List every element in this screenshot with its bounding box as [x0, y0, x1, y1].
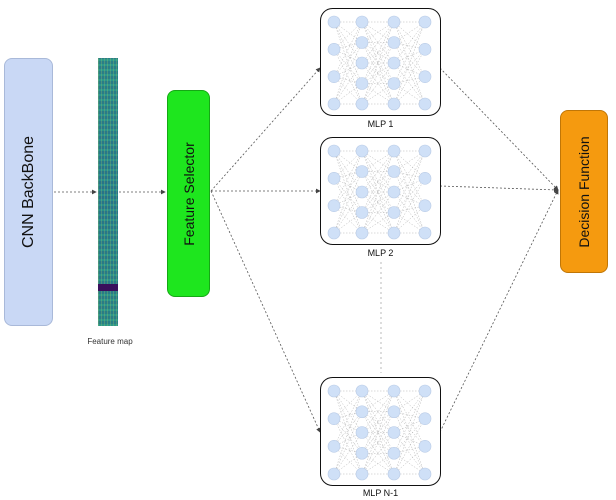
neuron — [327, 412, 341, 425]
neuron — [418, 43, 432, 56]
neuron — [387, 165, 401, 178]
arrow-selector-to-mlpn1 — [210, 190, 321, 433]
neuron — [355, 446, 369, 460]
neuron — [387, 467, 401, 481]
neuron — [387, 15, 401, 29]
mlp-network-1 — [320, 8, 441, 116]
neuron — [355, 77, 369, 90]
mlp-label-1: MLP 1 — [367, 119, 394, 129]
neuron — [418, 144, 432, 158]
neuron — [387, 185, 401, 199]
neuron — [418, 15, 432, 29]
cnn-backbone-block: CNN BackBone — [4, 58, 53, 326]
neuron — [418, 199, 432, 212]
neuron — [387, 446, 401, 460]
neuron — [355, 206, 369, 219]
neuron — [418, 70, 432, 83]
neuron — [327, 384, 341, 398]
mlp-network-2 — [320, 137, 441, 245]
neuron — [327, 440, 341, 453]
neuron — [355, 426, 369, 439]
neuron — [418, 440, 432, 453]
neuron — [327, 144, 341, 158]
arrow-mlp1-to-decision — [439, 67, 559, 191]
neuron — [355, 144, 369, 158]
mlp-frame — [320, 137, 441, 245]
neuron — [355, 384, 369, 398]
neuron — [387, 56, 401, 70]
neuron — [355, 405, 369, 419]
neuron — [418, 226, 432, 240]
neuron — [387, 226, 401, 240]
neuron — [387, 36, 401, 49]
feature-selector-block: Feature Selector — [167, 90, 210, 297]
neuron — [355, 185, 369, 199]
neuron — [387, 206, 401, 219]
neuron — [418, 172, 432, 185]
neuron — [387, 405, 401, 419]
neuron — [327, 226, 341, 240]
neuron — [355, 36, 369, 49]
neuron — [327, 15, 341, 29]
neuron — [418, 97, 432, 111]
neuron — [355, 165, 369, 178]
neuron — [387, 77, 401, 90]
arrow-selector-to-mlp1 — [210, 67, 321, 192]
cnn-backbone-label: CNN BackBone — [19, 135, 37, 249]
neuron — [387, 97, 401, 111]
neuron — [327, 70, 341, 83]
neuron — [418, 412, 432, 425]
neuron — [327, 172, 341, 185]
neuron — [355, 15, 369, 29]
mlp-network-3 — [320, 377, 441, 486]
neuron — [327, 199, 341, 212]
neuron — [355, 97, 369, 111]
feature-selector-label: Feature Selector — [180, 141, 197, 246]
neuron — [418, 467, 432, 481]
neuron — [355, 467, 369, 481]
decision-function-label: Decision Function — [576, 135, 592, 248]
neuron — [387, 384, 401, 398]
mlp-frame — [320, 8, 441, 116]
feature-map-image — [98, 58, 118, 326]
neuron — [355, 226, 369, 240]
mlp-frame — [320, 377, 441, 486]
mlp-label-3: MLP N-1 — [362, 488, 399, 498]
neuron — [327, 97, 341, 111]
arrow-mlp2-to-decision — [439, 185, 559, 193]
neuron — [327, 43, 341, 56]
arrow-mlpn1-to-decision — [439, 189, 559, 433]
neuron — [387, 426, 401, 439]
neuron — [355, 56, 369, 70]
mlp-label-2: MLP 2 — [367, 248, 394, 258]
neuron — [418, 384, 432, 398]
neuron — [327, 467, 341, 481]
feature-map-label: Feature map — [87, 337, 133, 346]
decision-function-block: Decision Function — [560, 110, 608, 273]
neuron — [387, 144, 401, 158]
